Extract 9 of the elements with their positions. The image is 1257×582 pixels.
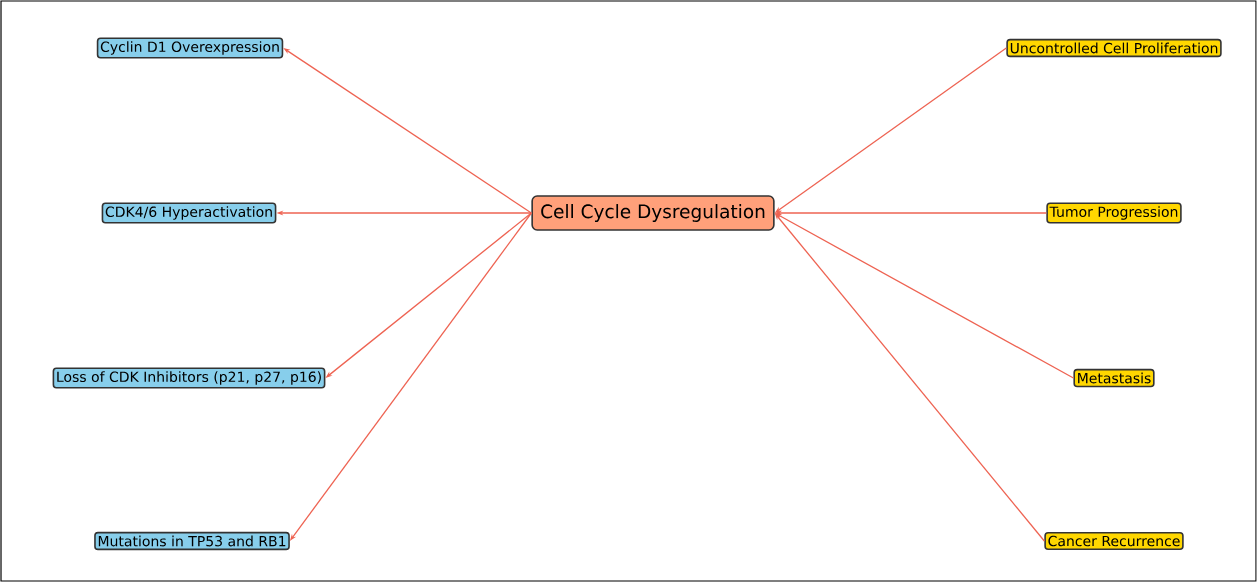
effect-box: Uncontrolled Cell Proliferation: [1006, 38, 1222, 58]
effect-box: Metastasis: [1073, 368, 1155, 388]
cause-box: Mutations in TP53 and RB1: [94, 531, 290, 551]
effect-box: Tumor Progression: [1046, 202, 1182, 224]
cause-box: CDK4/6 Hyperactivation: [101, 202, 277, 224]
cause-box: Loss of CDK Inhibitors (p21, p27, p16): [52, 367, 326, 389]
central-box: Cell Cycle Dysregulation: [531, 195, 775, 231]
cause-box: Cyclin D1 Overexpression: [96, 37, 284, 59]
effect-box: Cancer Recurrence: [1044, 531, 1184, 551]
